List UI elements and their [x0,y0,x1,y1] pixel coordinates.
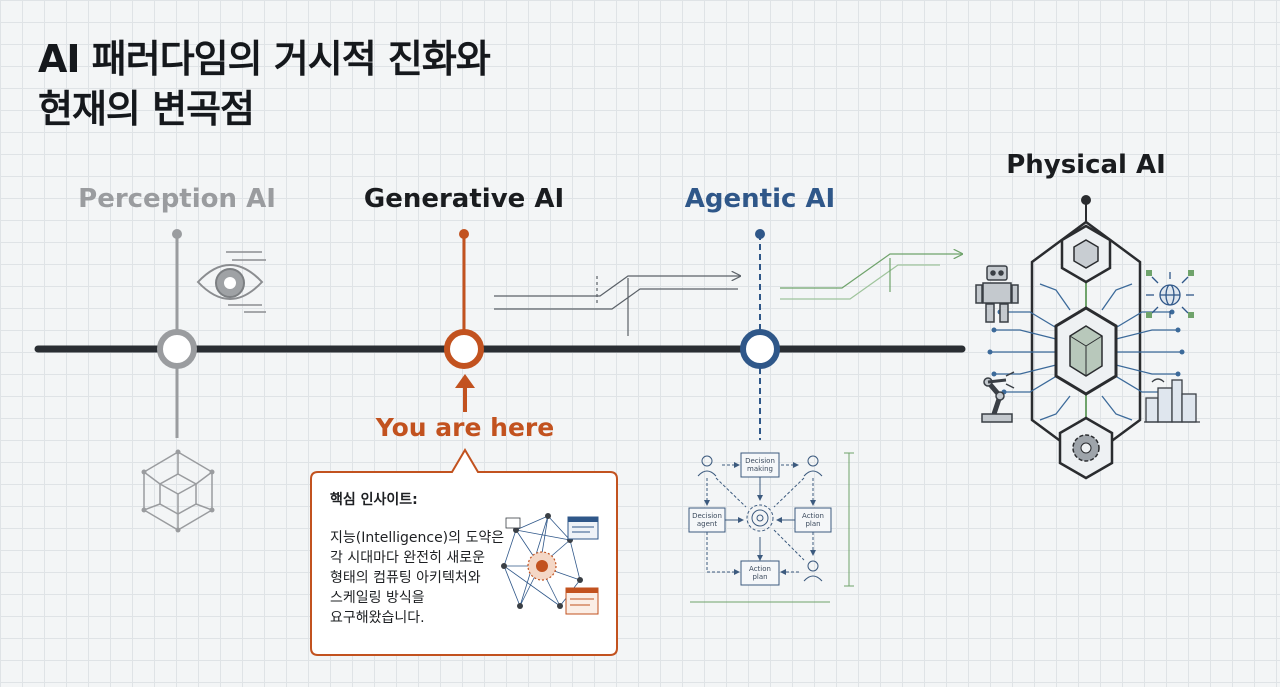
insight-line-3: 형태의 컴퓨팅 아키텍처와 [330,570,481,586]
cube-icon [141,449,215,533]
insight-callout-box [310,448,618,656]
top-cube-icon [1060,224,1112,284]
flow-label-action-plan-right: Action plan [802,512,824,528]
city-icon [1144,378,1200,423]
you-are-here-label: You are here [375,413,555,442]
insight-text: 핵심 인사이트: 지능(Intelligence)의 도약은 각 시대마다 완전… [330,490,505,628]
era-label-agentic: Agentic AI [684,184,836,214]
insight-line-4: 스케일링 방식을 [330,590,425,606]
neural-network-icon [501,513,599,615]
flow-label-decision-agent: Decision agent [692,512,722,528]
agent-flow-diagram [688,452,854,603]
generative-node[interactable] [444,329,484,369]
flow-label-decision-making: Decision making [745,457,775,473]
era-label-physical: Physical AI [1006,150,1166,180]
title-line-2: 현재의 변곡점 [38,87,255,131]
transition-lines-2 [780,254,962,300]
insight-line-2: 각 시대마다 완전히 새로운 [330,550,486,566]
flow-label-action-plan-bottom: Action plan [749,565,771,581]
generative-stem [459,229,469,330]
globe-icon [1146,270,1194,318]
page-title: AI 패러다임의 거시적 진화와 현재의 변곡점 [38,34,491,134]
you-are-here-arrow [455,374,475,412]
perception-node[interactable] [157,329,197,369]
chip-icon [1054,306,1118,396]
perception-stem [172,229,182,438]
robot-arm-icon [981,371,1015,423]
physical-ai-diagram [975,195,1200,480]
era-label-perception: Perception AI [78,184,276,214]
era-label-generative: Generative AI [363,184,565,214]
robot-icon [975,265,1019,323]
agentic-stem [755,229,765,440]
insight-line-1: 지능(Intelligence)의 도약은 [330,530,505,546]
insight-heading: 핵심 인사이트: [330,492,418,508]
agentic-node[interactable] [740,329,780,369]
title-line-1: AI 패러다임의 거시적 진화와 [38,37,491,81]
gear-icon [1058,416,1114,480]
transition-lines-1 [494,276,740,336]
insight-line-5: 요구해왔습니다. [330,610,425,626]
eye-icon [196,251,266,313]
